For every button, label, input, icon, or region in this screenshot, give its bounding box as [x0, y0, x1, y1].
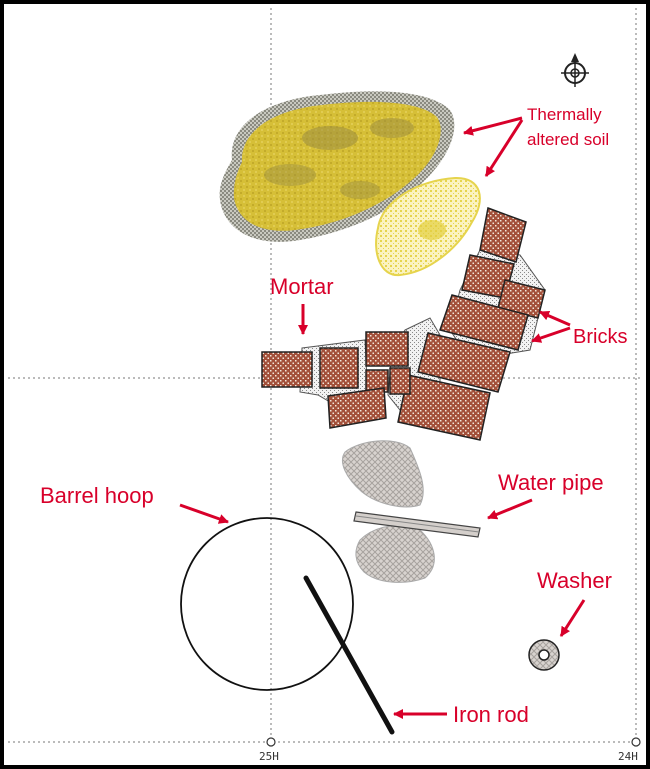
water-pipe — [353, 511, 481, 538]
brick — [479, 206, 527, 263]
north-arrow-icon — [561, 53, 589, 87]
arrow-water-pipe — [487, 498, 533, 520]
arrow-barrel-hoop — [179, 503, 229, 524]
washer — [528, 639, 560, 671]
brick — [319, 347, 359, 389]
water-pipe-disturbance — [341, 440, 435, 583]
label-thermally-altered-soil-line1: Thermally — [527, 105, 602, 124]
label-thermally-altered-soil-line2: altered soil — [527, 130, 609, 149]
grid-marker-label-right: 24H — [618, 750, 638, 763]
annotation-arrows — [179, 116, 586, 719]
brick — [417, 332, 511, 393]
brick-feature — [261, 206, 546, 441]
thermally-altered-soil-small — [375, 176, 481, 277]
brick — [397, 374, 491, 441]
label-washer: Washer — [537, 568, 612, 593]
grid-marker-circle — [631, 737, 641, 747]
brick — [261, 351, 313, 388]
brick — [389, 367, 411, 395]
arrow-bricks-1 — [539, 310, 571, 327]
label-water-pipe: Water pipe — [498, 470, 604, 495]
grid-marker-circle — [266, 737, 276, 747]
label-iron-rod: Iron rod — [453, 702, 529, 727]
brick — [439, 294, 529, 351]
arrow-thermally-altered-soil-2 — [484, 119, 524, 177]
brick — [365, 331, 409, 367]
label-barrel-hoop: Barrel hoop — [40, 483, 154, 508]
grid-marker-label-left: 25H — [259, 750, 279, 763]
brick — [327, 387, 387, 429]
grid-marker-25h: 25H — [259, 737, 279, 763]
label-bricks: Bricks — [573, 326, 627, 348]
barrel-hoop — [180, 517, 354, 691]
arrow-washer — [559, 599, 586, 637]
grid-marker-24h: 24H — [618, 737, 641, 763]
arrow-thermally-altered-soil-1 — [463, 116, 523, 136]
arrow-bricks-2 — [531, 326, 571, 343]
brick — [497, 279, 546, 319]
iron-rod — [303, 575, 395, 735]
label-mortar: Mortar — [270, 274, 334, 299]
